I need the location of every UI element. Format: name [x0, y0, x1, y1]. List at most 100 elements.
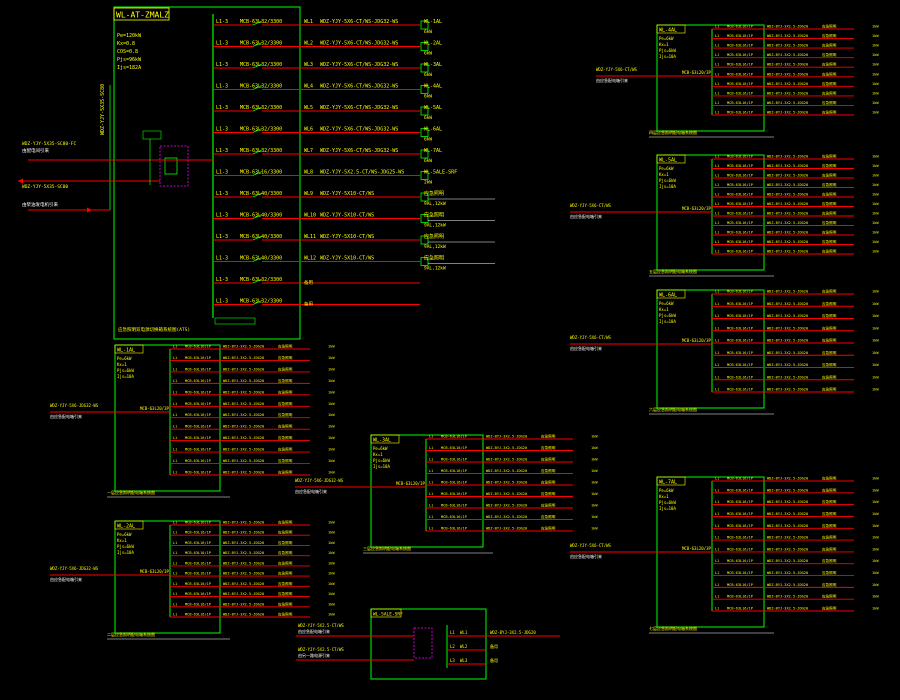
sub-panel-wl-4al[interactable]: WL-4ALPe=6kWKx=1Pjs=6kWIjs=10AWDZ-YJY-5X…: [596, 24, 879, 138]
sub-panel-wl-1al[interactable]: WL-1ALPe=6kWKx=1Pjs=6kWIjs=10AWDZ-YJY-5X…: [50, 344, 335, 498]
small-dual-power-panel[interactable]: WL-5ALE-SRF WDZ-YJY-5X2.5-CT/WS 由应急配电箱引来…: [296, 608, 560, 680]
sub-panel-wl-7al[interactable]: WL-7ALPe=6kWKx=1Pjs=6kWIjs=10AWDZ-YJY-5X…: [570, 476, 879, 634]
ats-switch-group[interactable]: WDZ-YJY-5X35-SC80 WDZ-YJY-5X35-SC80-FC 由…: [18, 84, 213, 213]
main-distribution-panel[interactable]: WL-AT-ZMALZ Pe=120kW Kx=0.8 COS=0.8 Pjs=…: [113, 6, 495, 340]
sub-panel-wl-5al[interactable]: WL-5ALPe=6kWKx=1Pjs=6kWIjs=10AWDZ-YJY-5X…: [570, 154, 879, 277]
sub-panel-wl-6al[interactable]: WL-6ALPe=6kWKx=1Pjs=6kWIjs=10AWDZ-YJY-5X…: [570, 289, 879, 415]
sub-panel-wl-3al[interactable]: WL-3ALPe=6kWKx=1Pjs=6kWIjs=10AWDZ-YJY-5X…: [295, 434, 598, 554]
sub-panel-wl-2al[interactable]: WL-2ALPe=6kWKx=1Pjs=6kWIjs=10AWDZ-YJY-5X…: [50, 520, 335, 640]
